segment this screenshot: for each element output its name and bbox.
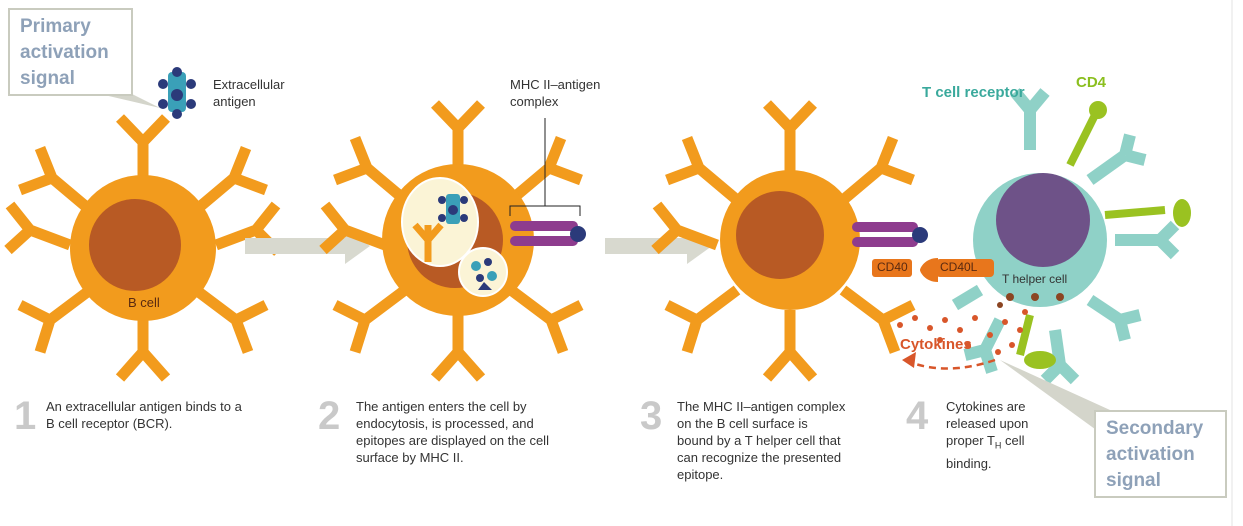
primary-callout-pointer xyxy=(100,94,160,108)
step-line: surface by MHC II. xyxy=(356,450,464,465)
secondary-activation-callout: Secondary activation signal xyxy=(1094,410,1227,498)
step-line: binding. xyxy=(946,455,992,471)
mhc-bracket xyxy=(509,118,581,216)
cytokine-dots xyxy=(897,309,1028,355)
step-line: on the B cell surface is xyxy=(677,416,808,431)
step-2-text: The antigen enters the cell by endocytos… xyxy=(356,398,549,466)
mhc-complex-label: MHC II–antigen complex xyxy=(510,76,600,110)
callout-line: activation xyxy=(1106,444,1195,465)
callout-line: signal xyxy=(1106,470,1161,491)
b-cell-1 xyxy=(4,114,282,382)
primary-activation-callout: Primary activation signal xyxy=(8,8,133,96)
step-line: epitopes are displayed on the cell xyxy=(356,433,549,448)
step-3-number: 3 xyxy=(640,394,663,438)
label-line: MHC II–antigen xyxy=(510,77,601,92)
label-line: antigen xyxy=(213,94,256,109)
callout-line: Secondary xyxy=(1106,418,1204,439)
secondary-callout-pointer xyxy=(1000,360,1110,440)
b-cell-label: B cell xyxy=(128,295,160,310)
callout-line: signal xyxy=(20,68,75,89)
step-line: proper TH cell xyxy=(946,432,1028,455)
cytokine-granules xyxy=(997,293,1064,308)
step-text-part: proper T xyxy=(946,433,995,448)
cytokines-label: Cytokines xyxy=(900,336,972,353)
step-line: An extracellular antigen binds to a xyxy=(46,399,242,414)
step-line: bound by a T helper cell that xyxy=(677,433,841,448)
step-text-part: cell xyxy=(1001,433,1025,448)
callout-line: Primary xyxy=(20,16,91,37)
subscript: H xyxy=(994,440,1002,451)
cd40l-label: CD40L xyxy=(940,260,978,274)
step-4-number: 4 xyxy=(906,394,929,438)
t-helper-cell-label: T helper cell xyxy=(1002,272,1068,286)
step-4-text: Cytokines are released upon proper TH ce… xyxy=(946,398,1028,472)
label-line: Extracellular xyxy=(213,77,285,92)
t-helper-cell xyxy=(920,88,1191,385)
step-line: epitope. xyxy=(677,467,724,482)
step-line: The MHC II–antigen complex xyxy=(677,399,846,414)
extracellular-antigen-1 xyxy=(158,67,196,119)
label-line: complex xyxy=(510,94,559,109)
b-cell-2 xyxy=(319,100,586,382)
callout-line: activation xyxy=(20,42,109,63)
step-1-text: An extracellular antigen binds to a B ce… xyxy=(46,398,242,432)
step-line: endocytosis, is processed, and xyxy=(356,416,534,431)
cd40-label: CD40 xyxy=(877,260,908,274)
step-line: can recognize the presented xyxy=(677,450,842,465)
cytokine-arrow xyxy=(909,358,996,370)
step-line: The antigen enters the cell by xyxy=(356,399,527,414)
b-cell-3 xyxy=(651,100,928,382)
step-line: B cell receptor (BCR). xyxy=(46,416,173,431)
step-3-text: The MHC II–antigen complex on the B cell… xyxy=(677,398,845,483)
cytokine-arrowhead xyxy=(902,352,916,368)
step-line: released upon xyxy=(946,416,1029,431)
step-line: Cytokines are xyxy=(946,399,1026,414)
step-1-number: 1 xyxy=(14,394,37,438)
t-cell-receptor-label: T cell receptor xyxy=(922,84,1025,101)
step-2-number: 2 xyxy=(318,394,341,438)
cd4-label: CD4 xyxy=(1076,74,1107,91)
extracellular-antigen-label: Extracellular antigen xyxy=(213,76,285,110)
